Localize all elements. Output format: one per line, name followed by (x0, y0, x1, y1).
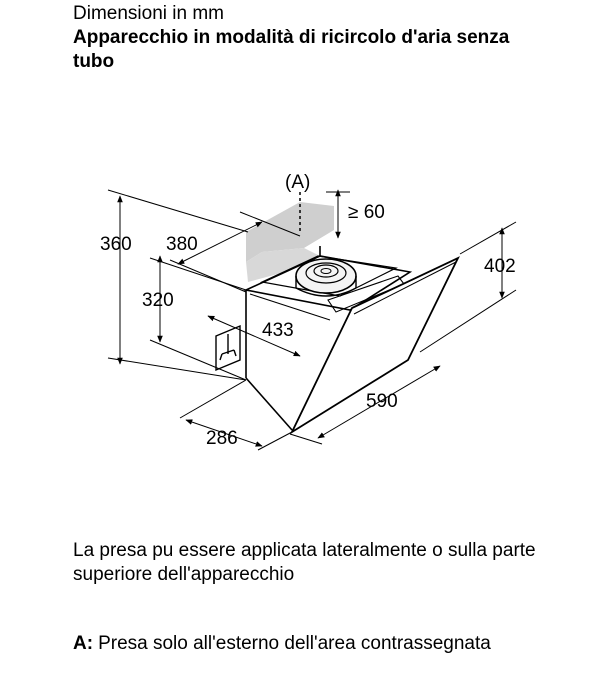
dim-label-360: 360 (100, 234, 132, 255)
page-title: Apparecchio in modalità di ricircolo d'a… (73, 27, 510, 72)
header: Dimensioni in mm Apparecchio in modalità… (73, 2, 553, 74)
dim-line-380 (177, 221, 263, 265)
ext-line-360-bottom (107, 357, 247, 381)
ext-line-320-bottom (149, 339, 247, 381)
dim-label-60: ≥ 60 (348, 202, 385, 223)
ext-line-286-right (257, 431, 293, 451)
ext-line-402-bottom (419, 289, 517, 353)
dim-line-433 (207, 315, 301, 357)
ext-line-380-right (239, 211, 301, 237)
ext-line-286-left (179, 379, 247, 419)
dim-label-286: 286 (206, 428, 238, 449)
legend-key: A: (73, 633, 94, 654)
ext-line-402-top (459, 221, 517, 255)
dim-line-286 (185, 419, 263, 447)
dim-label-433: 433 (262, 320, 294, 341)
legend-text: Presa solo all'esterno dell'area contras… (98, 633, 491, 654)
ext-line-320-top (149, 257, 247, 291)
dim-line-590 (317, 365, 441, 439)
dim-label-402: 402 (484, 256, 516, 277)
socket-note: La presa pu essere applicata lateralment… (73, 540, 536, 585)
socket-icon (215, 324, 241, 372)
page-subtitle: Dimensioni in mm (73, 3, 224, 24)
dim-label-320: 320 (142, 290, 174, 311)
ext-line-360-top (107, 189, 249, 233)
hood-dimension-diagram: (A) 360 380 ≥ 60 402 320 433 590 286 (100, 172, 517, 451)
dim-label-380: 380 (166, 234, 198, 255)
dim-label-590: 590 (366, 391, 398, 412)
ext-line-590-left (289, 433, 323, 445)
fan-motor (295, 258, 357, 297)
legend: A: Presa solo all'esterno dell'area cont… (73, 632, 553, 656)
ext-line-380-left (169, 259, 247, 293)
marker-a-label: (A) (285, 172, 310, 193)
